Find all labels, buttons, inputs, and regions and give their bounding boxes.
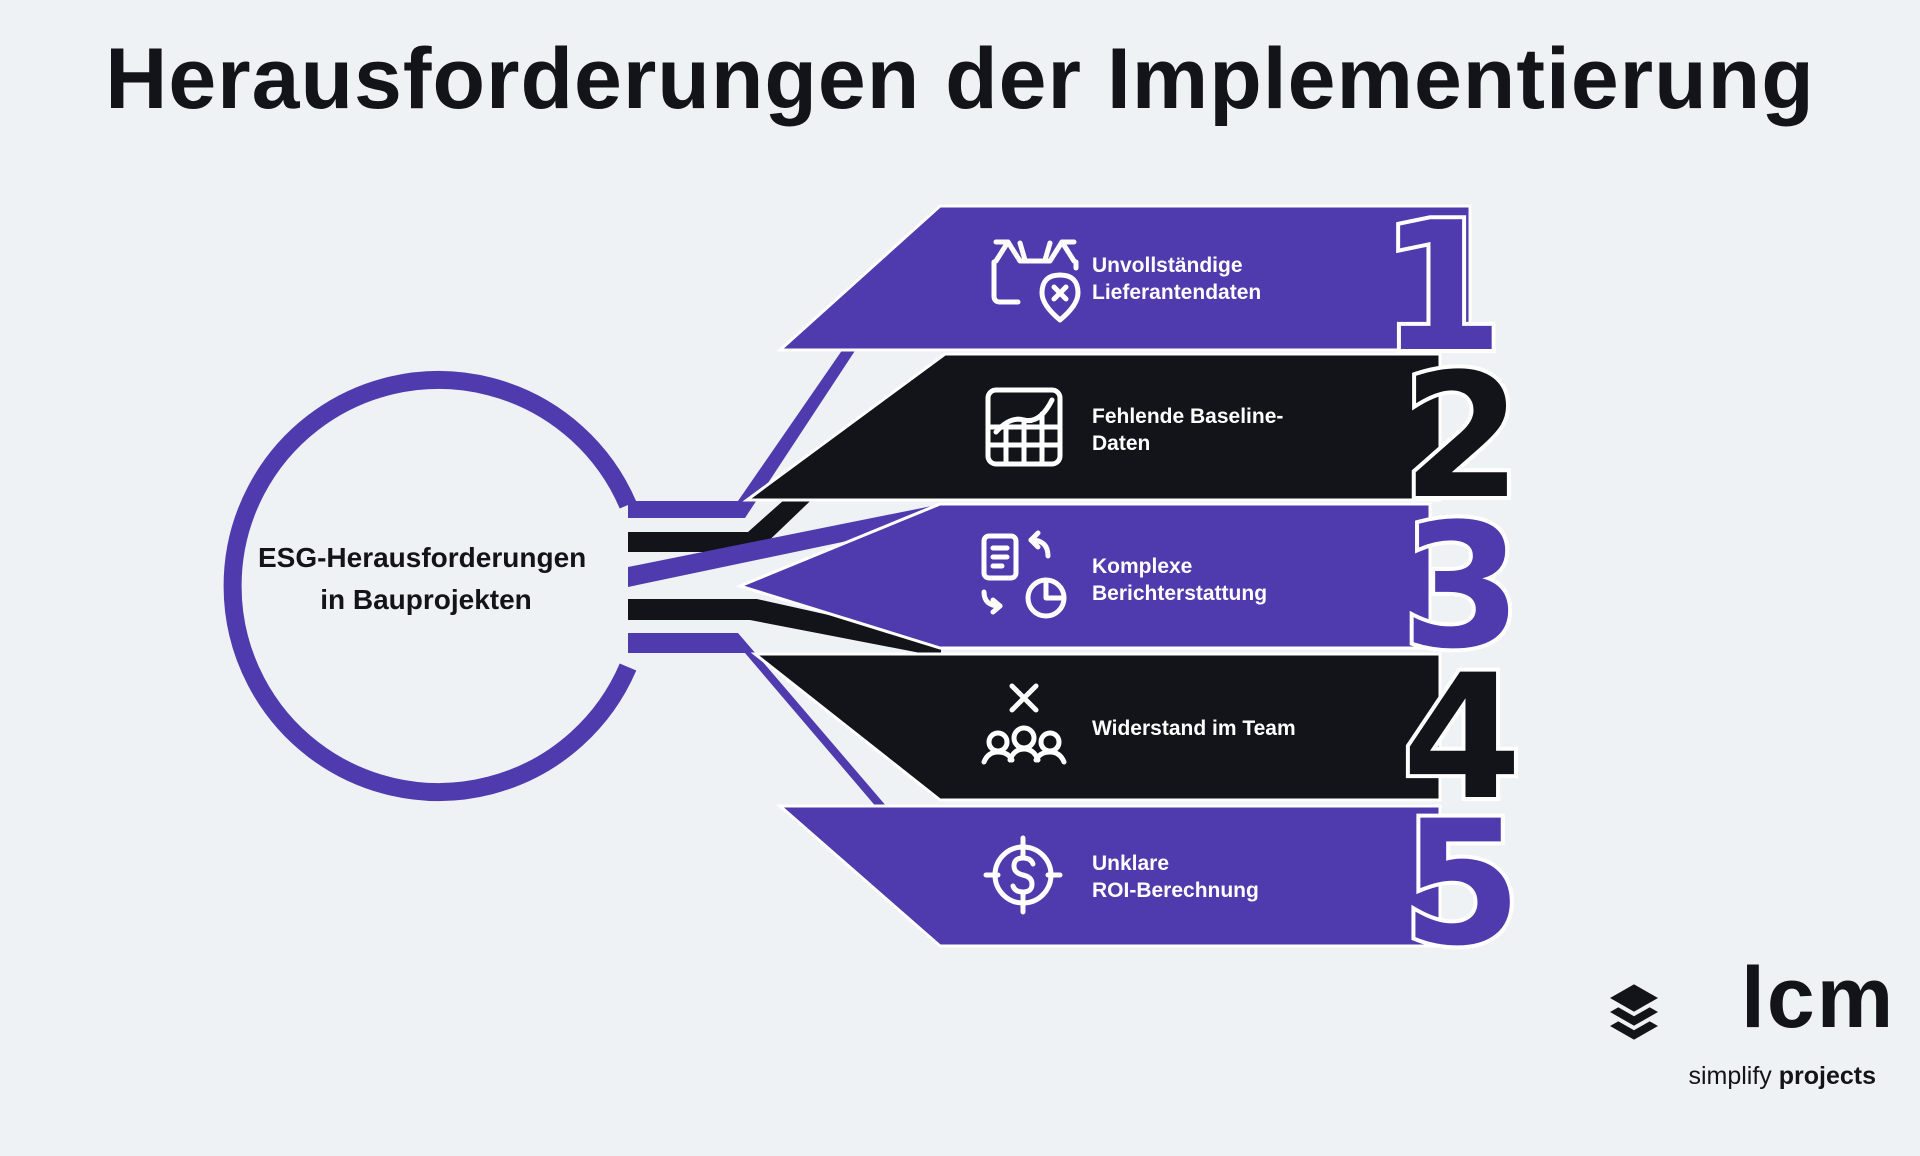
number-3: 3 <box>1402 486 1522 687</box>
band-5 <box>776 804 1442 948</box>
number-2: 2 <box>1402 336 1522 537</box>
center-label-line1: ESG-Herausforderungen <box>258 542 586 573</box>
label-4: Widerstand im Team <box>1092 717 1296 740</box>
page-title: Herausforderungen der Implementierung <box>105 31 1815 127</box>
label-4-line1: Widerstand im Team <box>1092 717 1296 740</box>
label-1: Unvollständige Lieferantendaten <box>1092 254 1261 304</box>
band-4 <box>750 652 1442 802</box>
report-cycle-icon <box>981 530 1067 619</box>
connector-1 <box>628 207 941 518</box>
connectors <box>628 207 947 883</box>
label-3: Komplexe Berichterstattung <box>1092 555 1267 605</box>
number-1: 1 <box>1380 184 1504 391</box>
package-location-x-icon <box>991 239 1081 323</box>
tagline: simplify projects <box>1688 1062 1876 1091</box>
band-1 <box>776 204 1472 352</box>
center-label: ESG-Herausforderungen in Bauprojekten <box>258 542 594 615</box>
label-5: Unklare ROI-Berechnung <box>1092 852 1259 902</box>
band-3 <box>735 502 1432 650</box>
connector-2 <box>628 355 947 552</box>
challenge-labels: Unvollständige Lieferantendaten Fehlende… <box>1092 254 1296 902</box>
label-2: Fehlende Baseline- Daten <box>1092 405 1289 455</box>
company-logo <box>1601 979 1667 1045</box>
center-circle <box>223 371 637 801</box>
label-5-line2: ROI-Berechnung <box>1092 879 1259 902</box>
chart-table-icon <box>985 387 1063 467</box>
label-5-line1: Unklare <box>1092 852 1169 875</box>
svg-text:ESG-Herausforderungen in: ESG-Herausforderungen in Bauprojekten <box>258 542 594 615</box>
number-5: 5 <box>1402 783 1522 984</box>
label-2-line1: Fehlende Baseline- <box>1092 405 1283 428</box>
team-rejection-icon <box>981 683 1067 765</box>
connector-4 <box>628 599 941 657</box>
big-numbers: 1 2 3 4 5 <box>1376 180 1526 988</box>
label-3-line2: Berichterstattung <box>1092 582 1267 605</box>
label-3-line1: Komplexe <box>1092 555 1192 578</box>
connector-3 <box>628 503 947 587</box>
center-label-line2: in Bauprojekten <box>320 584 532 615</box>
dollar-target-icon <box>983 835 1063 915</box>
number-4: 4 <box>1402 637 1522 838</box>
band-2 <box>742 352 1442 502</box>
label-1-line2: Lieferantendaten <box>1092 281 1261 304</box>
bands <box>735 204 1472 948</box>
label-2-line2: Daten <box>1092 432 1150 455</box>
tagline-bold: projects <box>1778 1062 1876 1090</box>
stack-icon <box>1601 979 1667 1045</box>
tagline-normal: simplify <box>1688 1062 1772 1090</box>
brand-name: lcm <box>1741 950 1896 1046</box>
label-1-line1: Unvollständige <box>1092 254 1243 277</box>
